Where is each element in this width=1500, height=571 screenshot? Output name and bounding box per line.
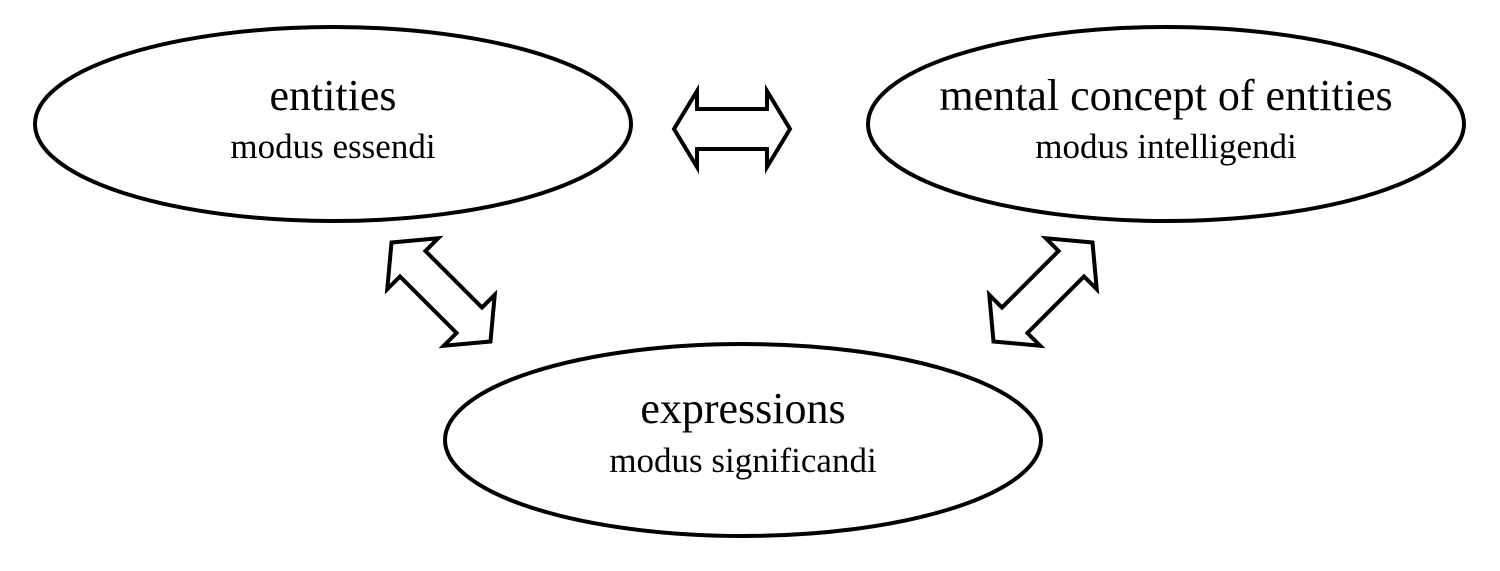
arrow-mental-expressions	[986, 235, 1100, 349]
node-expressions-title: expressions	[640, 384, 845, 433]
node-mental-concept: mental concept of entities modus intelli…	[866, 25, 1466, 223]
node-entities-subtitle: modus essendi	[230, 127, 435, 166]
arrow-entities-mental	[671, 83, 793, 175]
node-entities-title: entities	[269, 71, 396, 120]
double-headed-arrow-icon	[384, 235, 498, 349]
node-expressions: expressions modus significandi	[443, 342, 1043, 538]
node-expressions-ellipse	[443, 342, 1043, 538]
node-expressions-subtitle: modus significandi	[609, 441, 877, 480]
node-mental-concept-ellipse	[866, 25, 1466, 223]
node-entities-ellipse	[33, 25, 633, 223]
double-headed-arrow-icon	[986, 235, 1100, 349]
double-headed-arrow-icon	[671, 83, 793, 175]
node-mental-concept-subtitle: modus intelligendi	[1035, 127, 1297, 166]
node-mental-concept-title: mental concept of entities	[939, 71, 1392, 120]
node-entities: entities modus essendi	[33, 25, 633, 223]
arrow-entities-expressions	[384, 235, 498, 349]
